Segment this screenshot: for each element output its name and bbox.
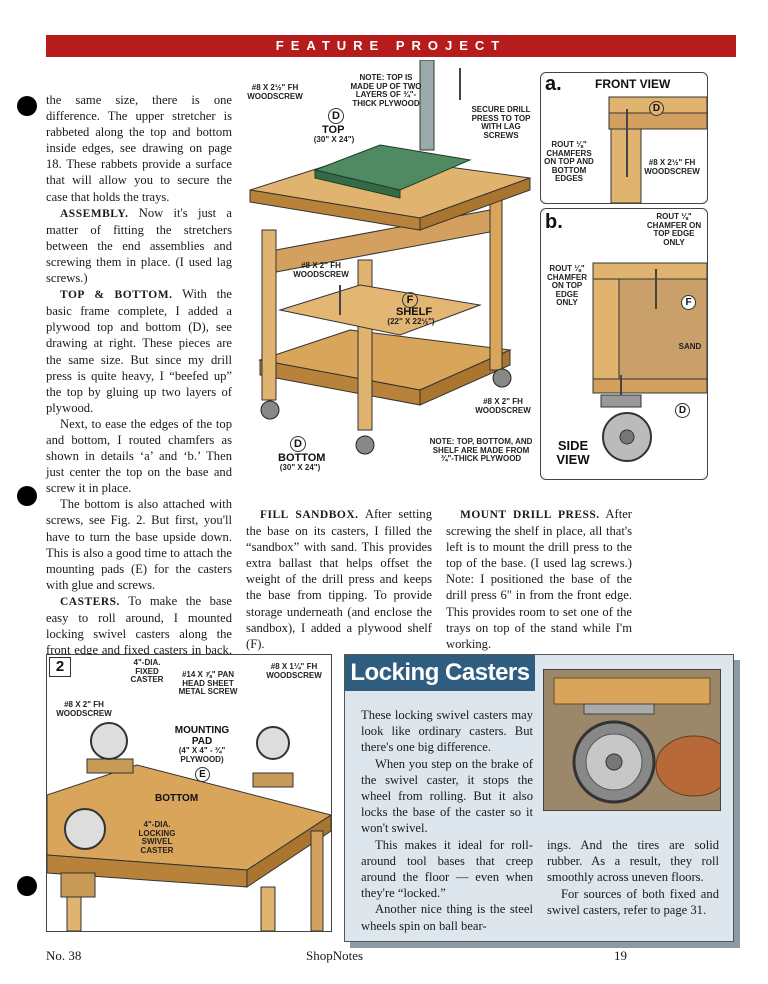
figure-number: 2 xyxy=(49,657,71,677)
screw-callout: #8 x 2" Fh WOODSCREW xyxy=(293,261,349,279)
run-in-head: CASTERS. xyxy=(60,595,120,608)
rout-callout: ROUT ⅛" CHAMFER ON TOP EDGE ONLY xyxy=(646,212,702,247)
part-letter-f: F xyxy=(402,292,418,308)
note-bottom: NOTE: TOP, BOTTOM, AND SHELF ARE MADE FR… xyxy=(429,437,533,463)
bullet-marker xyxy=(17,486,37,506)
rout-callout: ROUT ⅛" CHAMFER ON TOP EDGE ONLY xyxy=(547,264,587,307)
part-letter-e: E xyxy=(195,767,210,782)
figure-2: 2 4"-DIA. FIXED CASTER #14 x ⅞" PAN HEAD… xyxy=(46,654,332,932)
paragraph: FILL SANDBOX. After setting the base on … xyxy=(246,506,432,652)
locking-casters-box: Locking Casters These locking swivel cas… xyxy=(344,654,734,942)
paragraph: These locking swivel casters may look li… xyxy=(361,708,533,755)
screw-callout: #8 x 1¼" Fh WOODSCREW xyxy=(266,662,322,680)
locking-casters-left-text: These locking swivel casters may look li… xyxy=(361,707,533,934)
mounting-pad-label: MOUNTING PAD xyxy=(174,725,230,747)
paragraph: ASSEMBLY. Now it's just a matter of fitt… xyxy=(46,205,232,286)
footer-page-number: 19 xyxy=(614,948,627,963)
footer-issue: No. 38 xyxy=(46,948,82,963)
shelf-dims: (22" x 22½") xyxy=(387,317,435,326)
top-label: TOP xyxy=(322,124,345,136)
footer-magazine: ShopNotes xyxy=(306,948,364,963)
paragraph: TOP & BOTTOM. With the basic frame compl… xyxy=(46,286,232,416)
paragraph: ings. And the tires are solid rubber. As… xyxy=(547,838,719,885)
paragraph: The bottom is also attached with screws,… xyxy=(46,497,232,592)
detail-letter: b. xyxy=(545,211,563,233)
bottom-dims: (30" x 24") xyxy=(279,463,321,472)
locking-caster-label: 4"-DIA. LOCKING SWIVEL CASTER xyxy=(138,820,176,855)
bottom-label: BOTTOM xyxy=(155,793,199,804)
paragraph: MOUNT DRILL PRESS. After screwing the sh… xyxy=(446,506,632,652)
pad-dims: (4" x 4" - ¾" PLYWOOD) xyxy=(178,746,226,764)
paragraph-text: After screwing the shelf in place, all t… xyxy=(446,507,632,651)
detail-letter: a. xyxy=(545,73,562,95)
screw-callout: #8 x 2½" Fh WOODSCREW xyxy=(644,158,700,176)
left-column: the same size, there is one difference. … xyxy=(46,92,232,674)
note-top: NOTE: TOP IS MADE UP OF TWO LAYERS OF ¾"… xyxy=(350,73,422,108)
feature-project-banner: FEATURE PROJECT xyxy=(46,35,736,57)
paragraph: This makes it ideal for roll-around tool… xyxy=(361,837,533,901)
secure-callout: SECURE DRILL PRESS TO TOP WITH LAG SCREW… xyxy=(471,105,531,140)
shelf-label: SHELF xyxy=(396,306,433,318)
paragraph-text: After setting the base on its casters, I… xyxy=(246,507,432,651)
figure-2-illustration xyxy=(47,722,331,931)
pan-screw-label: #14 x ⅞" PAN HEAD SHEET METAL SCREW xyxy=(178,670,238,696)
run-in-head: TOP & BOTTOM. xyxy=(60,289,173,302)
run-in-head: ASSEMBLY. xyxy=(60,207,129,220)
paragraph: the same size, there is one difference. … xyxy=(46,93,232,204)
front-view-illustration xyxy=(608,96,707,203)
right-column: MOUNT DRILL PRESS. After screwing the sh… xyxy=(446,506,632,652)
paragraph: Next, to ease the edges of the top and b… xyxy=(46,416,232,496)
main-drawing: NOTE: TOP IS MADE UP OF TWO LAYERS OF ¾"… xyxy=(240,60,536,480)
bottom-label: BOTTOM xyxy=(278,452,326,464)
paragraph: For sources of both fixed and swivel cas… xyxy=(547,886,719,917)
top-dims: (30" x 24") xyxy=(313,135,355,144)
paragraph: Another nice thing is the steel wheels s… xyxy=(361,902,533,933)
part-letter-d: D xyxy=(675,403,690,418)
bullet-marker xyxy=(17,876,37,896)
detail-b-side-view: b. ROUT ⅛" CHAMFER ON TOP EDGE ONLY ROUT… xyxy=(540,208,708,480)
caster-photo-image xyxy=(544,670,720,810)
middle-column: FILL SANDBOX. After setting the base on … xyxy=(246,506,432,652)
part-letter-d: D xyxy=(328,108,344,124)
fixed-caster-label: 4"-DIA. FIXED CASTER xyxy=(130,658,164,684)
locking-casters-title: Locking Casters xyxy=(345,655,535,691)
drill-press-stand-illustration xyxy=(249,60,531,455)
part-letter-d: D xyxy=(290,436,306,452)
run-in-head: MOUNT DRILL PRESS. xyxy=(460,509,600,521)
detail-a-front-view: a. FRONT VIEW D ROUT ⅛" CHAMFERS ON TOP … xyxy=(540,72,708,204)
screw-callout: #8 x 2" Fh WOODSCREW xyxy=(56,700,112,718)
screw-callout: #8 x 2" Fh WOODSCREW xyxy=(475,397,531,415)
paragraph-text: Now it's just a matter of fitting the st… xyxy=(46,205,232,286)
part-letter-d: D xyxy=(649,101,664,116)
screw-callout: #8 x 2½" Fh WOODSCREW xyxy=(247,83,303,101)
bullet-marker xyxy=(17,96,37,116)
run-in-head: FILL SANDBOX. xyxy=(260,509,359,521)
paragraph-text: With the basic frame complete, I added a… xyxy=(46,287,232,415)
detail-title: FRONT VIEW xyxy=(595,77,671,91)
caster-photo xyxy=(543,669,721,811)
rout-callout: ROUT ⅛" CHAMFERS ON TOP AND BOTTOM EDGES xyxy=(544,140,594,183)
sand-label: SAND xyxy=(678,342,702,351)
locking-casters-right-text: ings. And the tires are solid rubber. As… xyxy=(547,837,719,918)
side-view-title: SIDE VIEW xyxy=(556,438,590,467)
paragraph: When you step on the brake of the swivel… xyxy=(361,756,533,836)
part-letter-f: F xyxy=(681,295,696,310)
